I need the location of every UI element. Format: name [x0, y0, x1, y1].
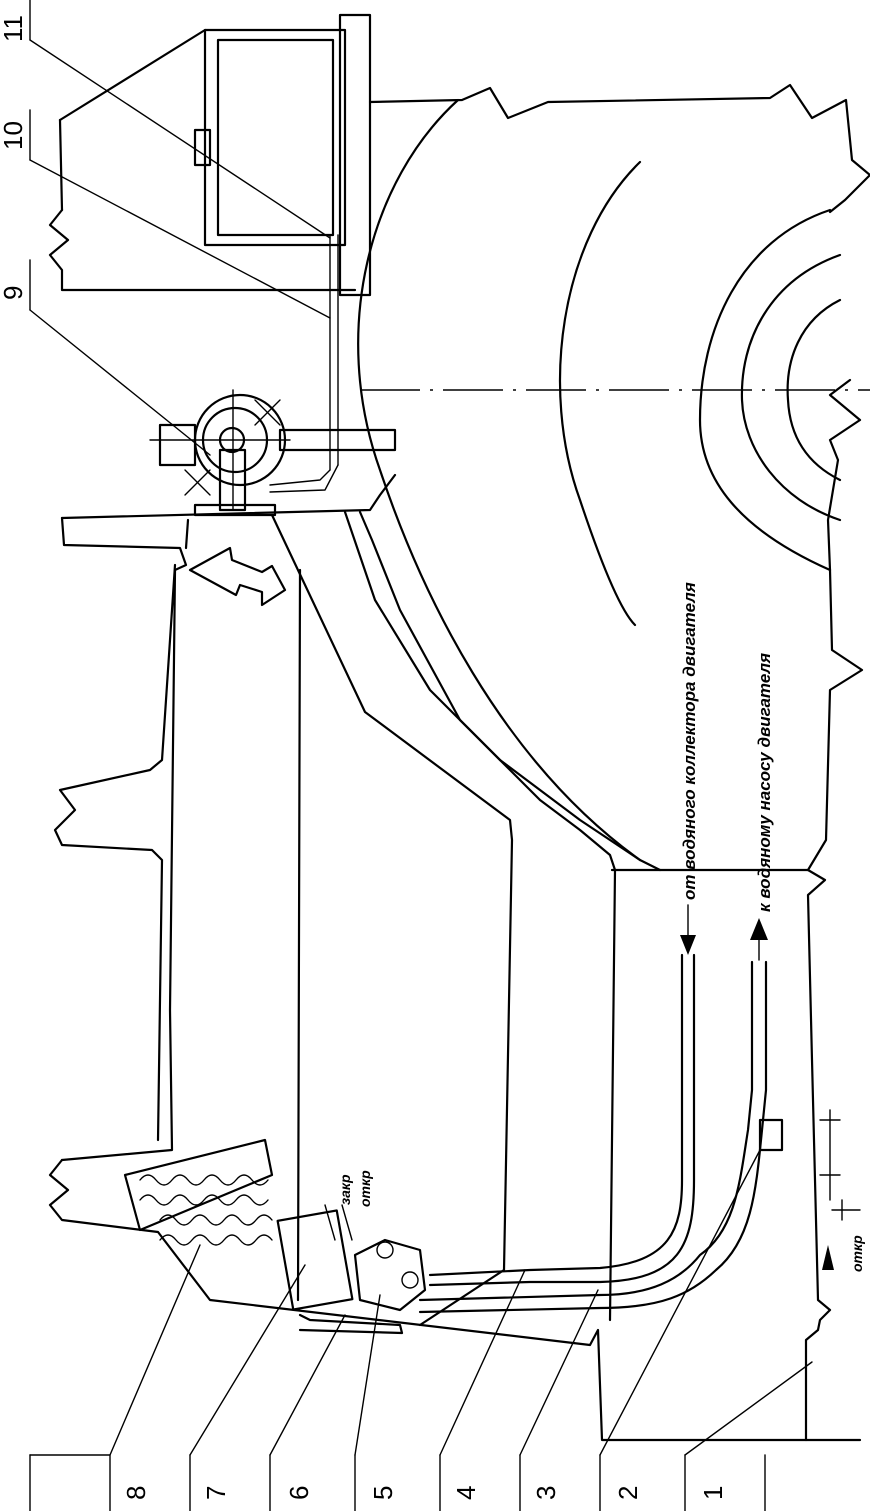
callout-1: 1	[698, 1486, 728, 1500]
callout-10: 10	[0, 121, 28, 150]
body-outline	[48, 83, 870, 1442]
label-to-pump: к водяному насосу двигателя	[755, 653, 774, 912]
callout-3: 3	[531, 1486, 561, 1500]
label-closed: закр	[337, 1174, 353, 1205]
callout-7: 7	[201, 1486, 231, 1500]
airflow-arrow	[188, 546, 287, 607]
open-direction-arrow	[822, 1245, 834, 1270]
label-open-bottom: откр	[849, 1235, 865, 1272]
label-from-collector: от водяного коллектора двигателя	[680, 582, 699, 900]
callout-11: 11	[0, 15, 28, 42]
callout-numbers: 1 2 3 4 5 6 7 8 9 10 11	[0, 15, 728, 1500]
pump-motor-unit	[149, 389, 397, 517]
callout-9: 9	[0, 286, 28, 300]
wheel-arcs	[357, 98, 870, 862]
flow-arrow-out	[750, 918, 768, 940]
callout-2: 2	[613, 1486, 643, 1500]
callout-6: 6	[284, 1486, 314, 1500]
tap-and-radiator	[123, 1138, 427, 1335]
hoses	[418, 904, 861, 1314]
annotations: от водяного коллектора двигателя к водян…	[337, 582, 865, 1272]
label-open: откр	[357, 1170, 373, 1207]
callout-8: 8	[121, 1486, 151, 1500]
callout-5: 5	[368, 1486, 398, 1500]
flow-arrow-in	[680, 935, 696, 955]
leader-lines	[29, 0, 813, 1511]
callout-4: 4	[451, 1486, 481, 1500]
